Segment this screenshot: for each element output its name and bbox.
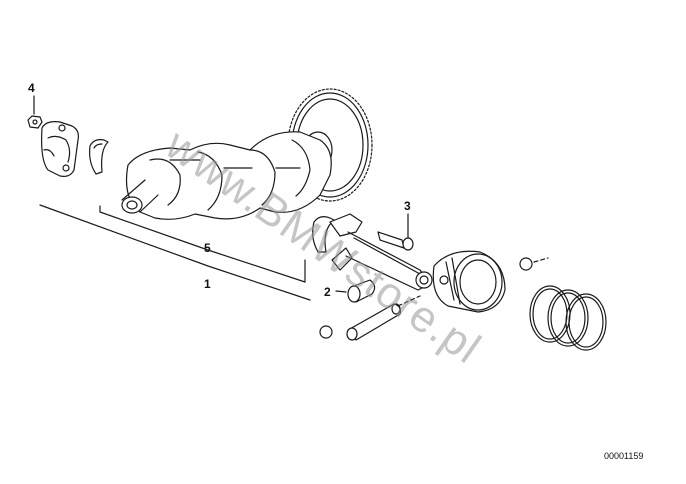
main-bearing-cap (41, 121, 79, 177)
leader-2 (335, 290, 347, 293)
nut (27, 115, 43, 129)
callout-1: 1 (204, 277, 211, 291)
callout-5: 5 (204, 241, 211, 255)
circlip-left (319, 325, 333, 339)
reference-code: 00001159 (604, 451, 644, 461)
callout-4: 4 (28, 81, 35, 95)
conrod-bearing-shell (312, 216, 335, 253)
piston-pin (346, 303, 401, 341)
conrod-bolt (377, 231, 414, 251)
leader-1 (39, 204, 311, 301)
main-bearing-shell (89, 139, 109, 175)
piston (432, 250, 506, 313)
callout-3: 3 (404, 199, 411, 213)
callout-2: 2 (324, 285, 331, 299)
crankshaft (121, 131, 332, 220)
leader-5 (99, 205, 306, 283)
circlip-right (519, 257, 533, 271)
small-end-bushing (347, 279, 376, 303)
piston-rings (529, 285, 607, 351)
connecting-rod (329, 213, 433, 291)
